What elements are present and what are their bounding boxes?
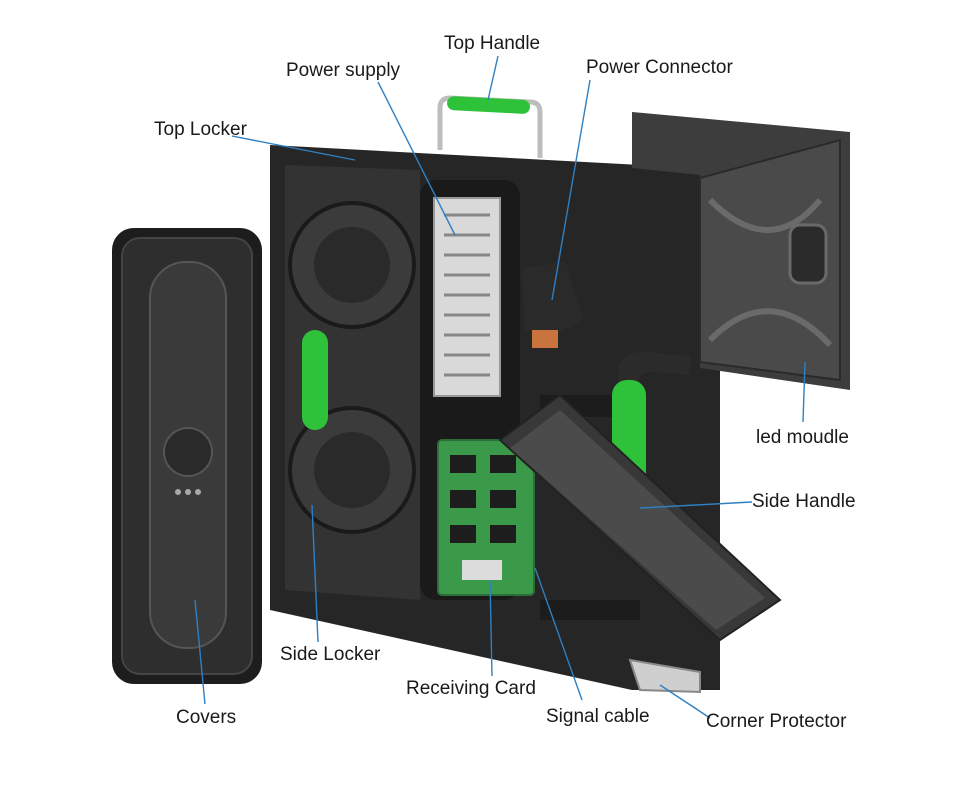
leader-signal-cable — [534, 567, 583, 701]
leader-corner-protector — [659, 684, 711, 719]
label-top-handle: Top Handle — [444, 33, 541, 54]
left-side-handle — [302, 330, 328, 430]
label-corner-protector: Corner Protector — [706, 711, 847, 732]
label-led-module: led moudle — [756, 427, 849, 448]
leader-led-module — [802, 361, 806, 423]
label-signal-cable: Signal cable — [546, 706, 650, 727]
label-top-locker: Top Locker — [154, 119, 247, 140]
top-handle — [437, 95, 543, 158]
leader-lines — [194, 55, 806, 719]
led-module — [632, 112, 850, 390]
label-side-handle: Side Handle — [752, 491, 856, 512]
label-power-connector: Power Connector — [586, 57, 733, 78]
leader-power-connector — [551, 79, 591, 301]
cover-panel — [112, 228, 262, 684]
leader-top-handle — [487, 55, 499, 101]
label-receiving-card: Receiving Card — [406, 678, 536, 699]
leader-side-locker — [311, 504, 319, 643]
receiving-card — [437, 439, 535, 596]
label-side-locker: Side Locker — [280, 644, 381, 665]
corner-protector — [628, 658, 701, 694]
leader-side-handle — [639, 501, 753, 509]
power-connector — [522, 262, 584, 348]
leader-power-supply — [377, 81, 456, 236]
leader-covers — [194, 599, 206, 705]
label-covers: Covers — [176, 707, 237, 728]
leader-top-locker — [231, 135, 356, 161]
tilted-led-module — [498, 393, 782, 642]
label-power-supply: Power supply — [286, 60, 401, 81]
leader-receiving-card — [489, 579, 493, 677]
